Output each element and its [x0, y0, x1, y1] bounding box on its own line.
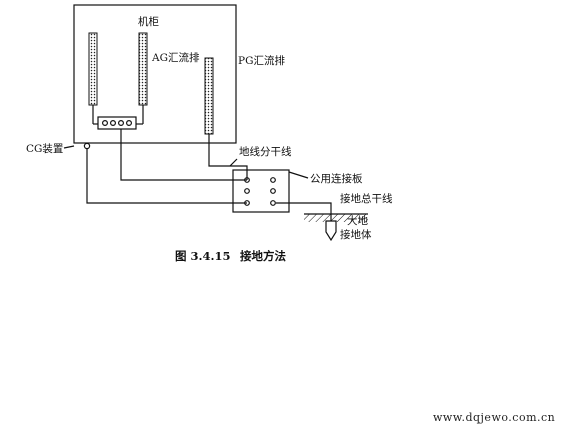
figure-number: 图 3.4.15 — [175, 249, 231, 263]
cg-terminal — [83, 142, 91, 150]
figure-title: 接地方法 — [240, 249, 286, 263]
pg-bus-bar — [204, 57, 214, 135]
board-terminal-4 — [270, 188, 276, 194]
common-connection-board — [232, 169, 290, 213]
cabinet-label: 机柜 — [138, 15, 159, 28]
ground-branch-label: 地线分干线 — [239, 145, 292, 158]
ground-branch-leader — [229, 158, 238, 167]
ground-rod — [325, 220, 337, 242]
terminal-3 — [117, 119, 124, 126]
cg-ground-wire — [86, 149, 247, 204]
ground-trunk-label: 接地总干线 — [340, 192, 393, 205]
board-terminal-5 — [244, 200, 250, 206]
pg-ground-wire — [208, 134, 248, 180]
terminal-1 — [101, 119, 108, 126]
pg-bus-label: PG汇流排 — [238, 54, 285, 67]
ag-bus-bar-left — [88, 32, 98, 106]
ag-bus-label: AG汇流排 — [151, 51, 200, 64]
ag-bus-bar-right — [138, 32, 148, 106]
common-board-leader — [288, 171, 309, 179]
board-terminal-3 — [244, 188, 250, 194]
ground-body-label: 接地体 — [340, 228, 372, 241]
cabinet-box — [73, 4, 237, 144]
board-terminal-2 — [270, 177, 276, 183]
earth-label: 大地 — [347, 214, 368, 227]
watermark: www.dqjewo.com.cn — [433, 411, 555, 424]
cg-device-label: CG装置 — [26, 142, 63, 155]
terminal-2 — [109, 119, 116, 126]
board-terminal-1 — [244, 177, 250, 183]
earth-hatch — [304, 214, 368, 222]
board-terminal-6 — [270, 200, 276, 206]
ag-ground-wire — [120, 129, 247, 181]
cg-leader — [63, 145, 75, 149]
terminal-strip — [97, 116, 137, 130]
common-board-label: 公用连接板 — [310, 172, 363, 185]
terminal-4 — [125, 119, 132, 126]
